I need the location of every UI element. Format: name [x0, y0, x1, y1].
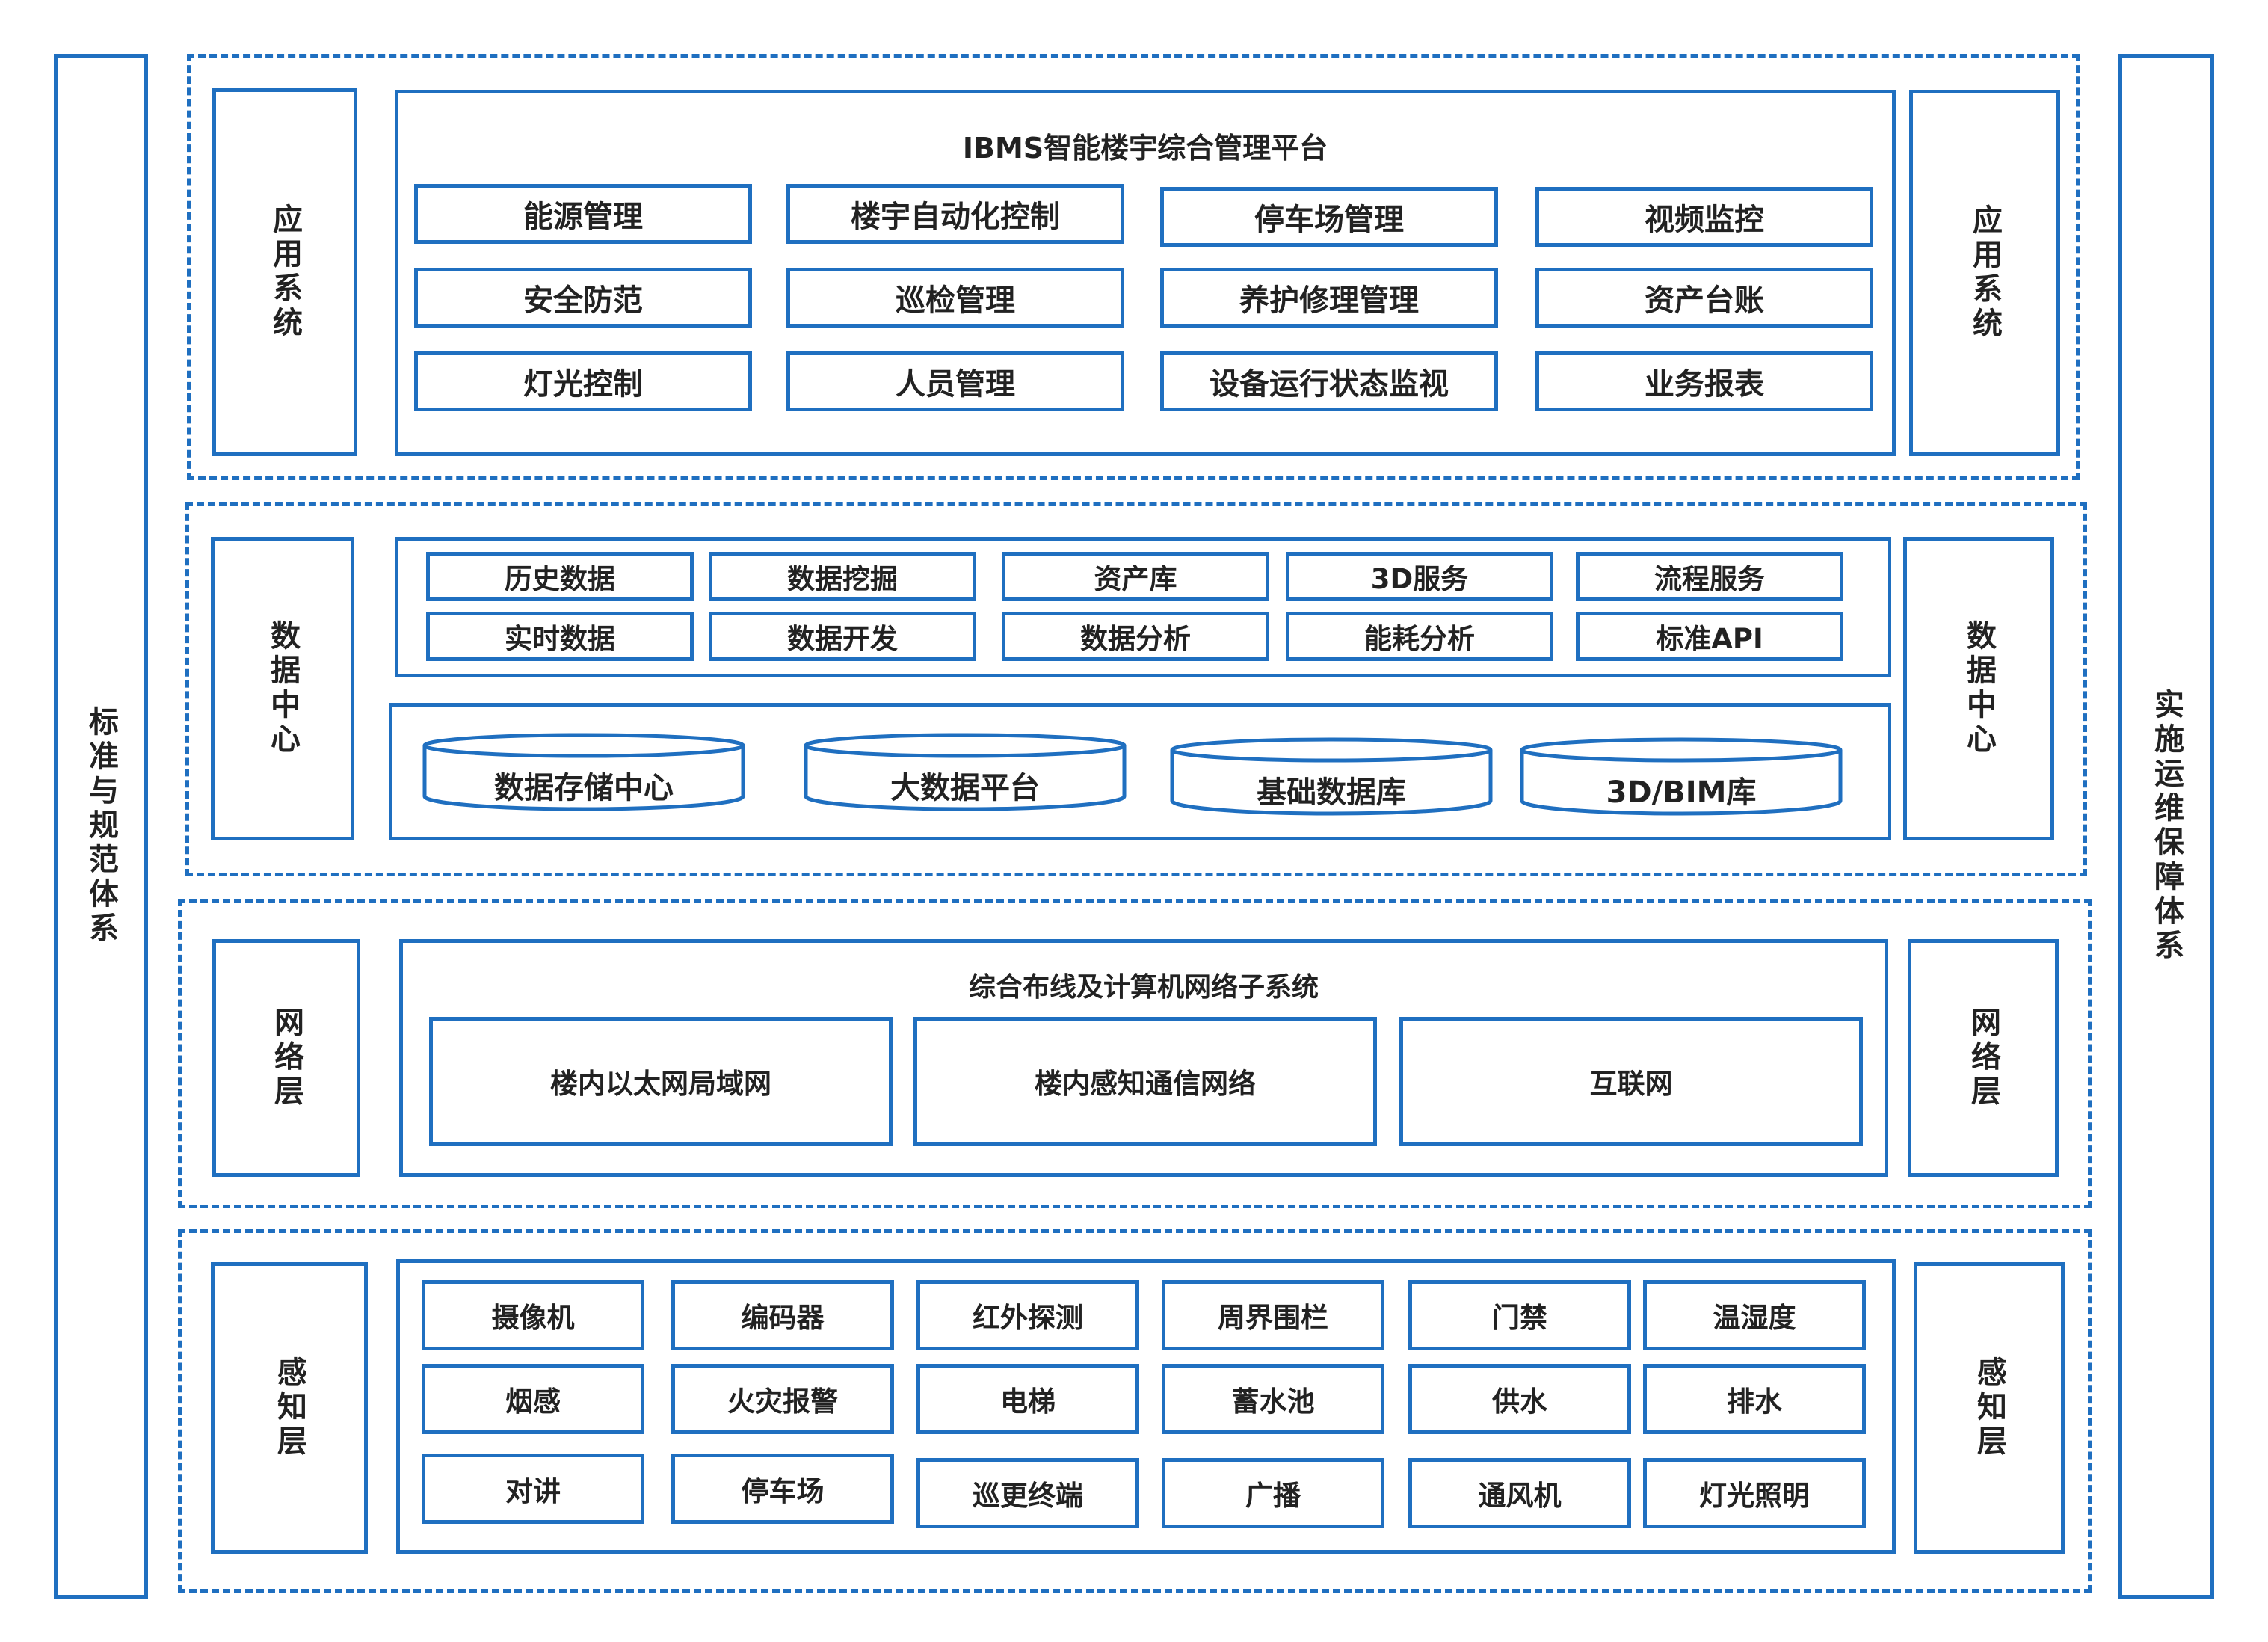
- data-service-item: 能耗分析: [1286, 612, 1553, 661]
- device-item: 供水: [1408, 1364, 1631, 1434]
- app-item: 安全防范: [414, 268, 752, 328]
- app-layer-right-label: 应用系统: [1909, 90, 2060, 456]
- device-item: 广播: [1162, 1458, 1384, 1528]
- app-item: 视频监控: [1535, 187, 1873, 247]
- cylinder-shape: [422, 733, 745, 811]
- data-service-item: 数据挖掘: [709, 552, 976, 601]
- perception-layer-left-label: 感知层: [211, 1262, 368, 1554]
- network-layer-left-label: 网络层: [212, 939, 360, 1177]
- database-label: 数据存储中心: [494, 770, 674, 805]
- data-service-item: 历史数据: [426, 552, 694, 601]
- network-item: 楼内感知通信网络: [913, 1017, 1377, 1146]
- database-label: 基础数据库: [1257, 775, 1406, 810]
- device-item: 温湿度: [1643, 1280, 1866, 1350]
- database-label: 3D/BIM库: [1606, 775, 1757, 810]
- device-item: 红外探测: [916, 1280, 1139, 1350]
- app-item: 设备运行状态监视: [1160, 351, 1498, 411]
- app-item: 灯光控制: [414, 351, 752, 411]
- data-layer-right-label: 数据中心: [1903, 537, 2054, 840]
- device-item: 编码器: [671, 1280, 894, 1350]
- data-service-item: 流程服务: [1576, 552, 1843, 601]
- app-item: 资产台账: [1535, 268, 1873, 328]
- app-item: 停车场管理: [1160, 187, 1498, 247]
- database-cylinder: 大数据平台: [803, 733, 1127, 812]
- data-layer-section: [185, 502, 2087, 876]
- app-layer-left-label: 应用系统: [212, 88, 357, 456]
- database-cylinder: 3D/BIM库: [1519, 737, 1843, 817]
- data-service-item: 数据开发: [709, 612, 976, 661]
- app-item: 人员管理: [786, 351, 1124, 411]
- device-item: 蓄水池: [1162, 1364, 1384, 1434]
- database-cylinder: 基础数据库: [1169, 737, 1494, 817]
- perception-layer-section: [178, 1229, 2092, 1593]
- cylinder-shape: [804, 733, 1127, 811]
- data-service-item: 标准API: [1576, 612, 1843, 661]
- database-label: 大数据平台: [890, 770, 1040, 805]
- left-standards-bar: 标准与规范体系: [54, 54, 148, 1599]
- device-item: 通风机: [1408, 1458, 1631, 1528]
- data-service-item: 资产库: [1002, 552, 1269, 601]
- device-item: 烟感: [422, 1364, 644, 1434]
- network-item: 楼内以太网局域网: [429, 1017, 893, 1146]
- device-item: 周界围栏: [1162, 1280, 1384, 1350]
- data-service-item: 实时数据: [426, 612, 694, 661]
- device-item: 灯光照明: [1643, 1458, 1866, 1528]
- data-service-item: 数据分析: [1002, 612, 1269, 661]
- app-item: 能源管理: [414, 184, 752, 244]
- ibms-platform-title: IBMS智能楼宇综合管理平台: [962, 131, 1328, 164]
- network-subsystem-title: 综合布线及计算机网络子系统: [968, 972, 1319, 1003]
- device-item: 摄像机: [422, 1280, 644, 1350]
- data-service-item: 3D服务: [1286, 552, 1553, 601]
- network-layer-right-label: 网络层: [1908, 939, 2059, 1177]
- device-item: 电梯: [916, 1364, 1139, 1434]
- cylinder-shape: [1520, 737, 1843, 816]
- perception-layer-right-label: 感知层: [1914, 1262, 2065, 1554]
- app-layer-section: [187, 54, 2080, 480]
- app-item: 楼宇自动化控制: [786, 184, 1124, 244]
- device-item: 停车场: [671, 1454, 894, 1524]
- device-item: 排水: [1643, 1364, 1866, 1434]
- data-layer-left-label: 数据中心: [211, 537, 354, 840]
- right-ops-bar: 实施运维保障体系: [2118, 54, 2214, 1599]
- network-item: 互联网: [1399, 1017, 1863, 1146]
- device-item: 火灾报警: [671, 1364, 894, 1434]
- device-item: 门禁: [1408, 1280, 1631, 1350]
- app-item: 业务报表: [1535, 351, 1873, 411]
- network-layer-section: [178, 899, 2092, 1208]
- device-item: 对讲: [422, 1454, 644, 1524]
- app-item: 养护修理管理: [1160, 268, 1498, 328]
- device-item: 巡更终端: [916, 1458, 1139, 1528]
- database-cylinder: 数据存储中心: [422, 733, 746, 812]
- app-item: 巡检管理: [786, 268, 1124, 328]
- cylinder-shape: [1170, 737, 1493, 816]
